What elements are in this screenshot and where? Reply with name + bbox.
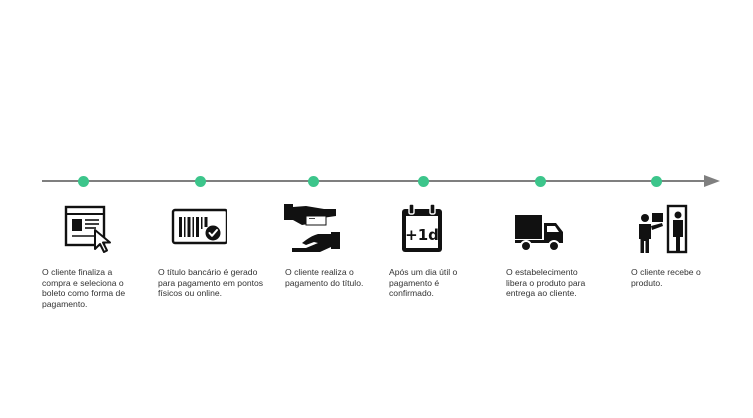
hands-payment-icon <box>284 203 340 255</box>
barcode-check-icon <box>171 203 227 255</box>
browser-cursor-icon <box>62 203 118 255</box>
timeline-dot-5 <box>535 176 546 187</box>
step-3-caption: O cliente realiza o pagamento do título. <box>285 267 364 288</box>
timeline-dot-2 <box>195 176 206 187</box>
timeline-dot-6 <box>651 176 662 187</box>
timeline-dot-3 <box>308 176 319 187</box>
calendar-label: +1d <box>405 226 439 244</box>
timeline-arrow-head <box>704 175 720 187</box>
step-5-caption: O estabelecimento libera o produto para … <box>506 267 586 299</box>
step-6-caption: O cliente recebe o produto. <box>631 267 701 288</box>
customer-receives-product-icon <box>634 203 690 255</box>
step-1-caption: O cliente finaliza a compra e seleciona … <box>42 267 126 309</box>
timeline-dot-4 <box>418 176 429 187</box>
timeline-line <box>42 180 706 182</box>
delivery-truck-icon <box>512 203 568 255</box>
calendar-plus-one-day-icon: +1d <box>396 203 452 255</box>
step-2-caption: O título bancário é gerado para pagament… <box>158 267 264 299</box>
step-4-caption: Após um dia útil o pagamento é confirmad… <box>389 267 458 299</box>
timeline-dot-1 <box>78 176 89 187</box>
